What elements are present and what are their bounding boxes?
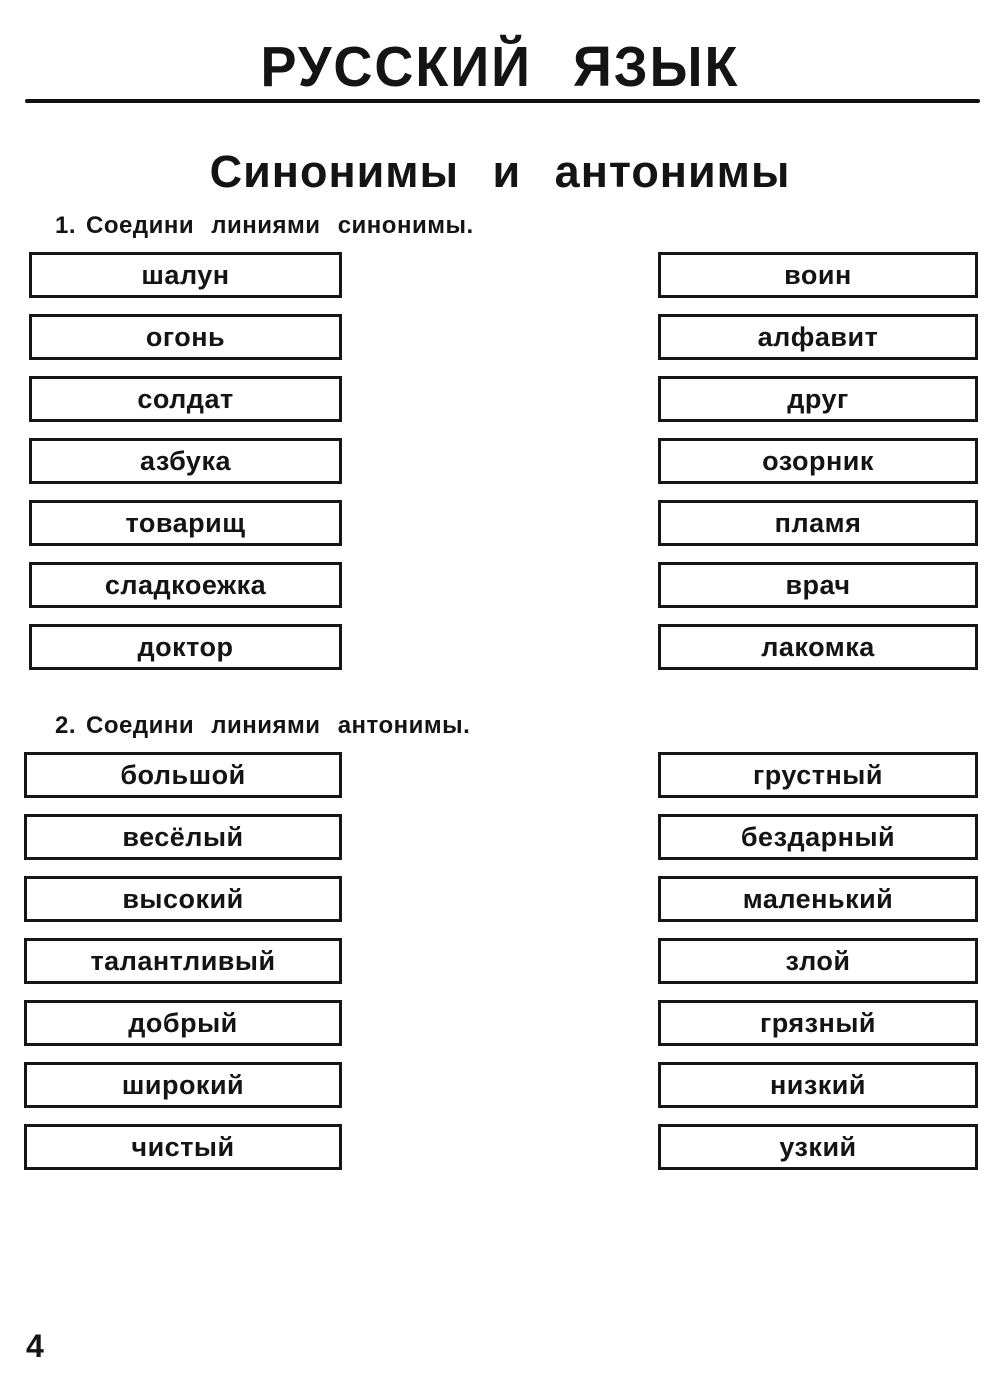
word-label: добрый [128, 1007, 238, 1038]
exercise-1-right-column: воин алфавит друг озорник пламя врач лакомка [658, 252, 978, 686]
word-label: сладкоежка [104, 569, 267, 600]
word-box-доктор[interactable]: доктор [29, 624, 342, 670]
word-box-злой[interactable]: злой [658, 938, 978, 984]
word-box-маленький[interactable]: маленький [658, 876, 978, 922]
word-label: грязный [759, 1007, 877, 1038]
word-label: врач [785, 569, 851, 600]
word-label: высокий [122, 883, 244, 914]
exercise-1-heading: 1. Соедини линиями синонимы. [55, 212, 474, 240]
word-label: грустный [753, 759, 883, 790]
word-box-широкий[interactable]: широкий [24, 1062, 342, 1108]
word-box-солдат[interactable]: солдат [29, 376, 342, 422]
word-box-грязный[interactable]: грязный [658, 1000, 978, 1046]
word-box-лакомка[interactable]: лакомка [658, 624, 978, 670]
word-box-большой[interactable]: большой [24, 752, 342, 798]
word-label: большой [120, 759, 246, 790]
page-number: 4 [26, 1328, 44, 1364]
word-label: друг [787, 383, 849, 414]
word-label: маленький [742, 883, 894, 914]
word-label: талантливый [90, 945, 276, 976]
word-label: пламя [774, 507, 862, 538]
word-box-огонь[interactable]: огонь [29, 314, 342, 360]
title-divider-rule [25, 99, 980, 103]
word-box-друг[interactable]: друг [658, 376, 978, 422]
word-box-алфавит[interactable]: алфавит [658, 314, 978, 360]
word-box-шалун[interactable]: шалун [29, 252, 342, 298]
word-label: озорник [762, 445, 874, 476]
word-box-низкий[interactable]: низкий [658, 1062, 978, 1108]
word-label: азбука [140, 445, 231, 476]
page-title: РУССКИЙ ЯЗЫК [260, 35, 740, 99]
word-box-озорник[interactable]: озорник [658, 438, 978, 484]
section-title: Синонимы и антонимы [209, 146, 791, 197]
word-label: товарищ [125, 507, 246, 538]
exercise-1-instruction: Соедини линиями синонимы. [86, 212, 474, 239]
word-label: весёлый [122, 821, 244, 852]
word-box-врач[interactable]: врач [658, 562, 978, 608]
word-box-сладкоежка[interactable]: сладкоежка [29, 562, 342, 608]
word-label: чистый [131, 1131, 235, 1162]
word-label: солдат [137, 383, 234, 414]
word-box-пламя[interactable]: пламя [658, 500, 978, 546]
exercise-1-left-column: шалун огонь солдат азбука товарищ сладкоежка д… [29, 252, 342, 686]
exercise-2-right-column: грустный бездарный маленький злой грязный низ… [658, 752, 978, 1186]
exercise-1-number: 1. [55, 212, 77, 239]
word-label: воин [784, 259, 852, 290]
word-label: бездарный [740, 821, 896, 852]
word-label: широкий [121, 1069, 245, 1100]
exercise-2-number: 2. [55, 712, 77, 739]
word-label: низкий [769, 1069, 867, 1100]
word-label: узкий [779, 1131, 857, 1162]
word-box-узкий[interactable]: узкий [658, 1124, 978, 1170]
word-label: доктор [137, 631, 234, 662]
exercise-2-left-column: большой весёлый высокий талантливый добрый ши… [24, 752, 342, 1186]
word-label: огонь [145, 321, 226, 352]
word-box-высокий[interactable]: высокий [24, 876, 342, 922]
word-label: лакомка [761, 631, 875, 662]
word-box-весёлый[interactable]: весёлый [24, 814, 342, 860]
exercise-2-heading: 2. Соедини линиями антонимы. [55, 712, 470, 740]
word-box-товарищ[interactable]: товарищ [29, 500, 342, 546]
word-box-талантливый[interactable]: талантливый [24, 938, 342, 984]
word-label: алфавит [757, 321, 879, 352]
word-label: злой [785, 945, 851, 976]
word-box-азбука[interactable]: азбука [29, 438, 342, 484]
exercise-2-instruction: Соедини линиями антонимы. [86, 712, 471, 739]
word-box-чистый[interactable]: чистый [24, 1124, 342, 1170]
word-box-воин[interactable]: воин [658, 252, 978, 298]
word-box-бездарный[interactable]: бездарный [658, 814, 978, 860]
word-box-грустный[interactable]: грустный [658, 752, 978, 798]
word-box-добрый[interactable]: добрый [24, 1000, 342, 1046]
word-label: шалун [141, 259, 230, 290]
